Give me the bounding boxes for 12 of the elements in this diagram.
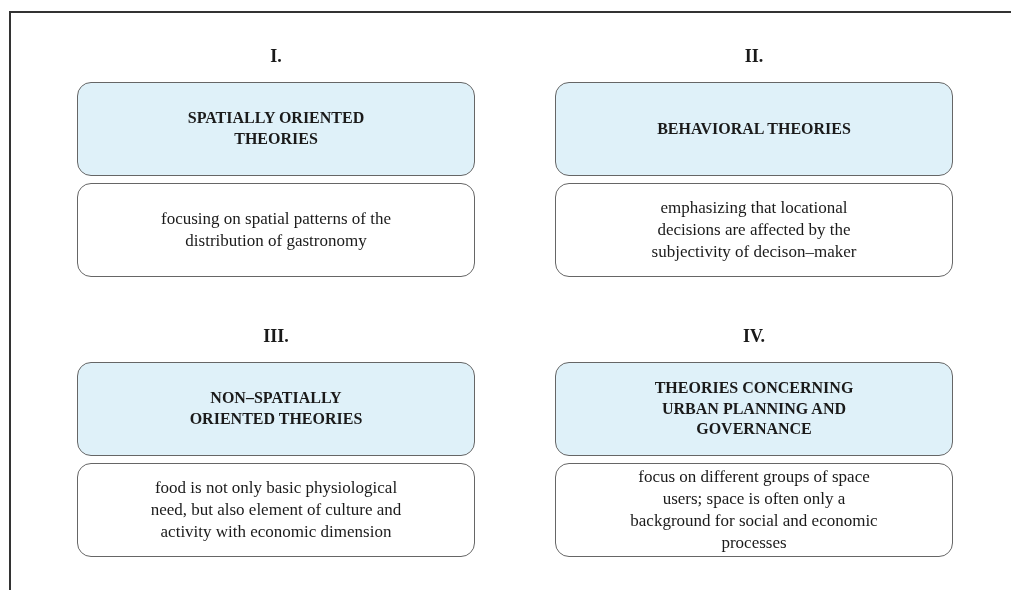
section-numeral: I. [269, 46, 283, 67]
description-box: food is not only basic physiological need, but also element of culture and activity with economic dimension [77, 463, 475, 557]
theory-heading-box: BEHAVIORAL THEORIES [555, 82, 953, 176]
theory-heading-box: THEORIES CONCERNING URBAN PLANNING AND GOVERNANCE [555, 362, 953, 456]
theory-heading-box: SPATIALLY ORIENTED THEORIES [77, 82, 475, 176]
section-numeral: III. [262, 326, 290, 347]
section-numeral: II. [743, 46, 765, 67]
description-box: emphasizing that locational decisions are affected by the subjectivity of decison–maker [555, 183, 953, 277]
description-box: focus on different groups of space users; space is often only a background for social and economic processes [555, 463, 953, 557]
description-box: focusing on spatial patterns of the distribution of gastronomy [77, 183, 475, 277]
theory-heading-box: NON–SPATIALLY ORIENTED THEORIES [77, 362, 475, 456]
section-numeral: IV. [741, 326, 767, 347]
